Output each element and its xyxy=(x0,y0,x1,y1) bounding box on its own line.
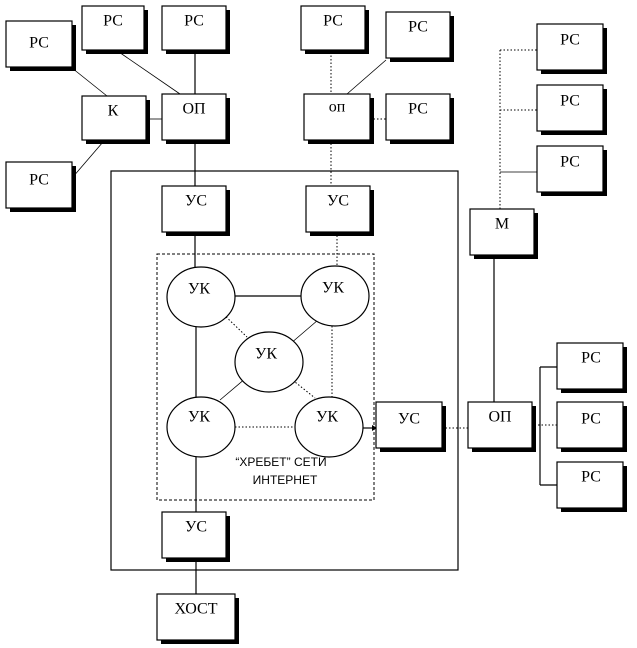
access-node-label: ОП xyxy=(488,409,512,426)
comm-device-label: УС xyxy=(185,193,207,210)
backbone-caption-line2: ИНТЕРНЕТ xyxy=(253,473,318,487)
concentrator-box: К xyxy=(81,95,150,144)
comm-device-label: УС xyxy=(185,519,207,536)
comm-device-label: УС xyxy=(398,411,420,428)
comm-device-bottom: УС xyxy=(161,511,230,562)
concentrator-label: К xyxy=(108,103,119,120)
host-box: ХОСТ xyxy=(156,593,239,644)
pc-right-1: РС xyxy=(536,23,607,74)
pc-top-middle-3: РС xyxy=(385,93,454,144)
switch-node-bottom-left: УК xyxy=(166,396,236,458)
pc-label: РС xyxy=(581,350,601,367)
switch-node-label: УК xyxy=(316,409,338,426)
network-frame xyxy=(110,170,459,571)
pc-label: РС xyxy=(581,469,601,486)
pc-top-middle-2: РС xyxy=(385,11,454,62)
backbone-frame xyxy=(156,253,375,501)
switch-node-label: УК xyxy=(322,280,344,297)
pc-label: РС xyxy=(29,172,49,189)
pc-label: РС xyxy=(103,13,123,30)
pc-left-lower: РС xyxy=(5,161,76,212)
modem-box: М xyxy=(469,208,538,259)
access-node-label: ОП xyxy=(182,101,206,118)
switch-node-label: УК xyxy=(188,409,210,426)
pc-right-3: РС xyxy=(536,145,607,196)
switch-node-top-right: УК xyxy=(300,265,370,327)
access-node-label: оп xyxy=(329,99,346,116)
switch-node-label: УК xyxy=(188,281,210,298)
pc-top-left: РС xyxy=(5,20,76,71)
pc-top-2: РС xyxy=(81,5,148,54)
switch-node-label: УК xyxy=(255,346,277,363)
connections xyxy=(71,49,557,594)
pc-label: РС xyxy=(581,411,601,428)
pc-right-lower-3: РС xyxy=(556,461,627,512)
host-label: ХОСТ xyxy=(175,601,218,618)
pc-label: РС xyxy=(323,13,343,30)
pc-label: РС xyxy=(29,35,49,52)
comm-device-top-left: УС xyxy=(161,185,230,236)
access-node-left: ОП xyxy=(161,93,230,144)
pc-top-middle-1: РС xyxy=(300,5,369,54)
pc-right-2: РС xyxy=(536,84,607,135)
backbone-caption-line1: “ХРЕБЕТ” СЕТИ xyxy=(235,455,326,469)
pc-right-lower-2: РС xyxy=(556,401,627,452)
pc-label: РС xyxy=(408,19,428,36)
access-node-middle: оп xyxy=(303,93,374,144)
switch-node-top-left: УК xyxy=(166,266,236,328)
pc-label: РС xyxy=(560,154,580,171)
switch-node-bottom-right: УК xyxy=(294,396,364,458)
switch-node-center: УК xyxy=(234,331,304,393)
pc-label: РС xyxy=(184,13,204,30)
pc-label: РС xyxy=(560,93,580,110)
pc-top-3: РС xyxy=(161,5,230,54)
pc-label: РС xyxy=(560,32,580,49)
comm-device-top-middle: УС xyxy=(305,185,374,236)
access-node-right: ОП xyxy=(467,401,536,452)
comm-device-right: УС xyxy=(375,401,446,452)
pc-right-lower-1: РС xyxy=(556,342,627,393)
pc-label: РС xyxy=(408,101,428,118)
comm-device-label: УС xyxy=(327,193,349,210)
modem-label: М xyxy=(495,216,509,233)
